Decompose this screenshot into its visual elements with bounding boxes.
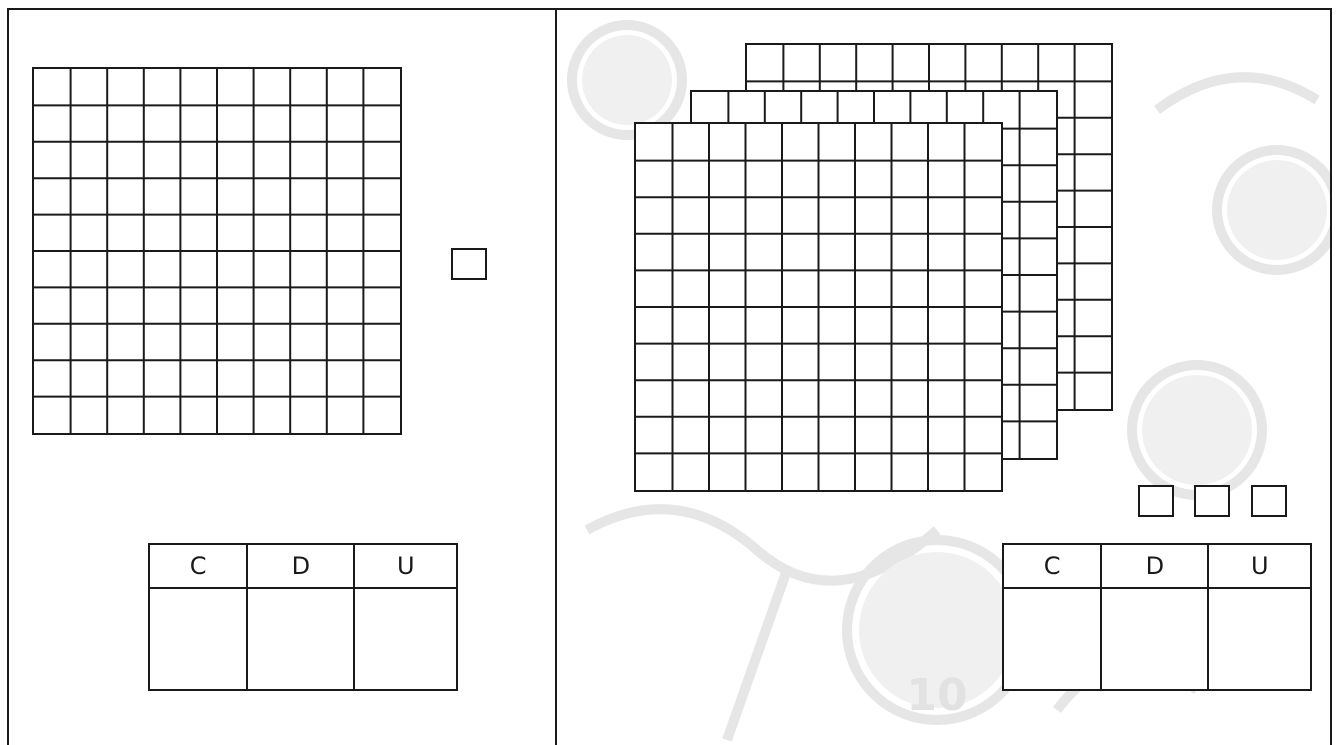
header-hundreds: C	[1003, 544, 1101, 588]
answer-cell-hundreds[interactable]	[1003, 588, 1101, 690]
answer-cell-tens[interactable]	[247, 588, 354, 690]
exercise-panel-right: 10 C D U	[555, 8, 1332, 745]
unit-cube	[1138, 485, 1174, 517]
unit-cube	[1194, 485, 1230, 517]
unit-cube	[1251, 485, 1287, 517]
exercise-panel-left: C D U	[7, 8, 557, 745]
place-value-table: C D U	[1002, 543, 1312, 691]
unit-cube	[451, 248, 487, 280]
header-units: U	[1208, 544, 1311, 588]
header-units: U	[354, 544, 457, 588]
header-hundreds: C	[149, 544, 247, 588]
answer-cell-hundreds[interactable]	[149, 588, 247, 690]
answer-cell-units[interactable]	[354, 588, 457, 690]
answer-cell-units[interactable]	[1208, 588, 1311, 690]
grid-lines	[636, 124, 1001, 490]
jersey-number: 10	[906, 670, 967, 721]
header-tens: D	[1101, 544, 1208, 588]
place-value-table: C D U	[148, 543, 458, 691]
hundred-flat	[634, 122, 1003, 492]
header-tens: D	[247, 544, 354, 588]
grid-lines	[34, 69, 400, 433]
hundred-flat	[32, 67, 402, 435]
answer-cell-tens[interactable]	[1101, 588, 1208, 690]
